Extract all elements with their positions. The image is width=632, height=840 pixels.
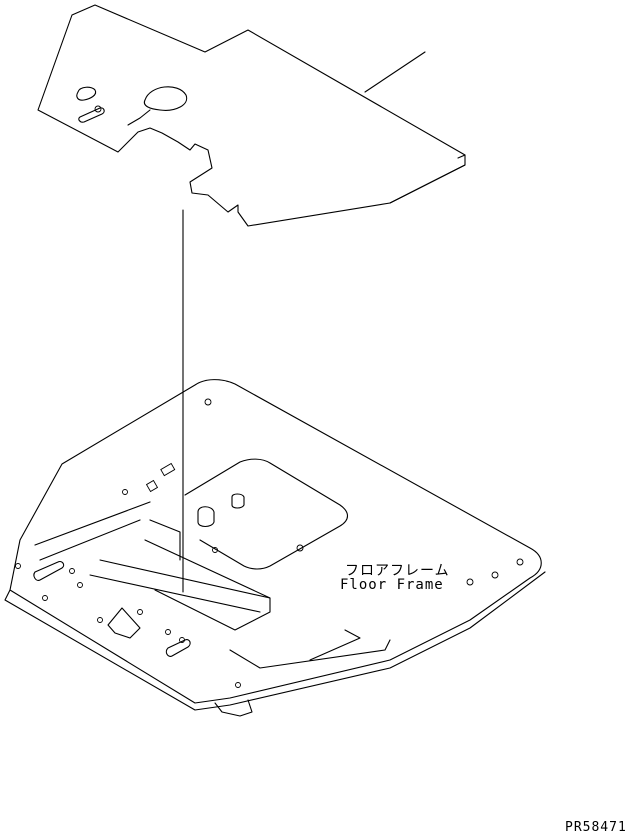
- floor-frame-inner-panel: [184, 458, 349, 570]
- floor-frame-member-a: [34, 501, 271, 613]
- part-label-jp: フロアフレーム: [345, 563, 450, 579]
- floor-frame-front-edge: [4, 571, 546, 711]
- floor-frame-top-outline: [9, 379, 542, 704]
- floor-frame-square-2: [160, 462, 176, 477]
- floor-frame-holes: [15, 398, 524, 688]
- cover-plate-hole: [94, 105, 102, 113]
- cover-plate-cutout-large: [143, 86, 188, 111]
- floor-frame-slot-right: [165, 639, 191, 657]
- floor-frame-member-b: [144, 519, 271, 631]
- floor-frame-boss: [197, 506, 215, 528]
- floor-frame: [4, 379, 546, 717]
- floor-frame-slot-left: [33, 561, 65, 581]
- floor-frame-rail: [229, 629, 391, 669]
- cover-plate-cutout-left: [76, 86, 97, 101]
- floor-frame-boss-2: [231, 493, 245, 509]
- floor-frame-pedal-cutout: [107, 607, 141, 639]
- cover-plate-flange: [389, 154, 466, 204]
- cover-plate-leader: [364, 51, 426, 93]
- cover-plate-outline: [37, 4, 466, 227]
- floor-frame-bottom-tab: [214, 699, 253, 717]
- cover-plate-slot: [78, 107, 105, 123]
- part-label-en: Floor Frame: [340, 577, 444, 593]
- floor-frame-square-1: [145, 479, 159, 493]
- drawing-code: PR58471: [565, 820, 627, 835]
- cover-plate: [37, 4, 466, 227]
- cover-plate-cutout-neck: [127, 109, 151, 126]
